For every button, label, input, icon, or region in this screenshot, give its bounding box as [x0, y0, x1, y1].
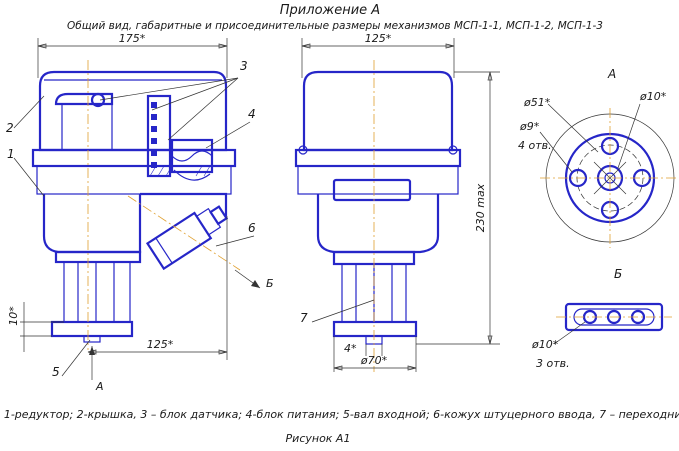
appendix-title: Приложение А — [280, 3, 380, 18]
front-view: 125* 230 max 4* ø70* — [294, 32, 500, 372]
view-b-label: Б — [614, 267, 622, 281]
callout-3: 3 — [240, 59, 248, 73]
dim-holes-4: 4 отв. — [518, 139, 552, 152]
figure-caption: Рисунок А1 — [286, 432, 351, 445]
left-view: 175* — [6, 32, 274, 393]
dim-125-base: 125* — [147, 338, 174, 351]
dim-dia-10-b: ø10* — [531, 338, 559, 351]
view-a-label: А — [607, 67, 616, 81]
arrow-a-label: А — [95, 380, 104, 393]
callout-6: 6 — [248, 221, 256, 235]
callout-2: 2 — [6, 121, 14, 135]
view-a: А ø51* ø10* ø9* 4 отв. — [518, 67, 679, 248]
dim-holes-3: 3 отв. — [536, 357, 570, 370]
drawing-subtitle: Общий вид, габаритные и присоединительны… — [67, 20, 603, 32]
callout-5: 5 — [52, 365, 60, 379]
dim-125-top: 125* — [365, 32, 392, 45]
dim-230-max: 230 max — [474, 183, 487, 232]
dim-175: 175* — [119, 32, 146, 45]
callout-7: 7 — [300, 311, 308, 325]
arrow-b-label: Б — [266, 277, 274, 290]
callout-4: 4 — [248, 107, 256, 121]
dim-dia-10-top: ø10* — [639, 90, 667, 103]
view-b: Б ø10* 3 отв. — [531, 267, 672, 370]
dim-dia-70: ø70* — [360, 354, 388, 367]
dim-dia-51: ø51* — [523, 96, 551, 109]
dim-4: 4* — [344, 342, 357, 355]
dim-dia-9: ø9* — [519, 120, 540, 133]
parts-legend: 1-редуктор; 2-крышка, 3 – блок датчика; … — [4, 408, 679, 421]
callout-1: 1 — [7, 147, 15, 161]
dim-10-left: 10* — [7, 306, 20, 326]
